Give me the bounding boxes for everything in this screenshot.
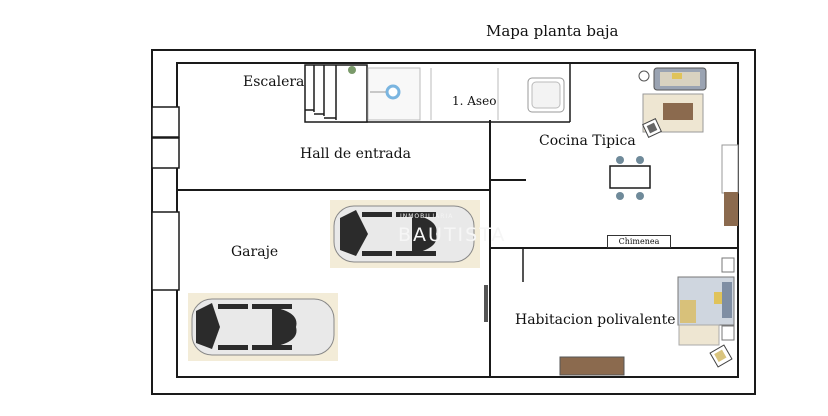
plan-title: Mapa planta baja: [486, 22, 619, 40]
room-label-cocina: Cocina Tipica: [539, 133, 636, 149]
watermark-top: INMOBILIARIA: [400, 213, 454, 220]
counter-icon: [721, 144, 739, 226]
room-label-habitacion: Habitacion polivalente: [515, 312, 676, 328]
bathtub-icon: [527, 77, 565, 113]
room-label-escalera: Escalera: [243, 74, 305, 90]
window-left-3: [151, 211, 180, 291]
car-icon-2: [188, 293, 338, 361]
window-left-1: [151, 106, 180, 138]
fixture-label-chimenea: Chimenea: [607, 235, 671, 248]
sofa-icon: [638, 67, 707, 138]
bed-icon: [677, 257, 735, 368]
car-icon-1: [330, 200, 480, 268]
window-left-2: [151, 137, 180, 169]
bench-icon: [559, 356, 625, 376]
stairs-icon: [304, 64, 368, 123]
watermark-main: BAUTISTA: [398, 224, 507, 246]
shower-icon: [367, 67, 421, 121]
room-label-garaje: Garaje: [231, 244, 279, 260]
garage-door: [484, 285, 488, 322]
room-label-aseo: 1. Aseo: [452, 94, 497, 108]
table-icon: [609, 156, 651, 200]
room-label-hall: Hall de entrada: [300, 146, 411, 162]
